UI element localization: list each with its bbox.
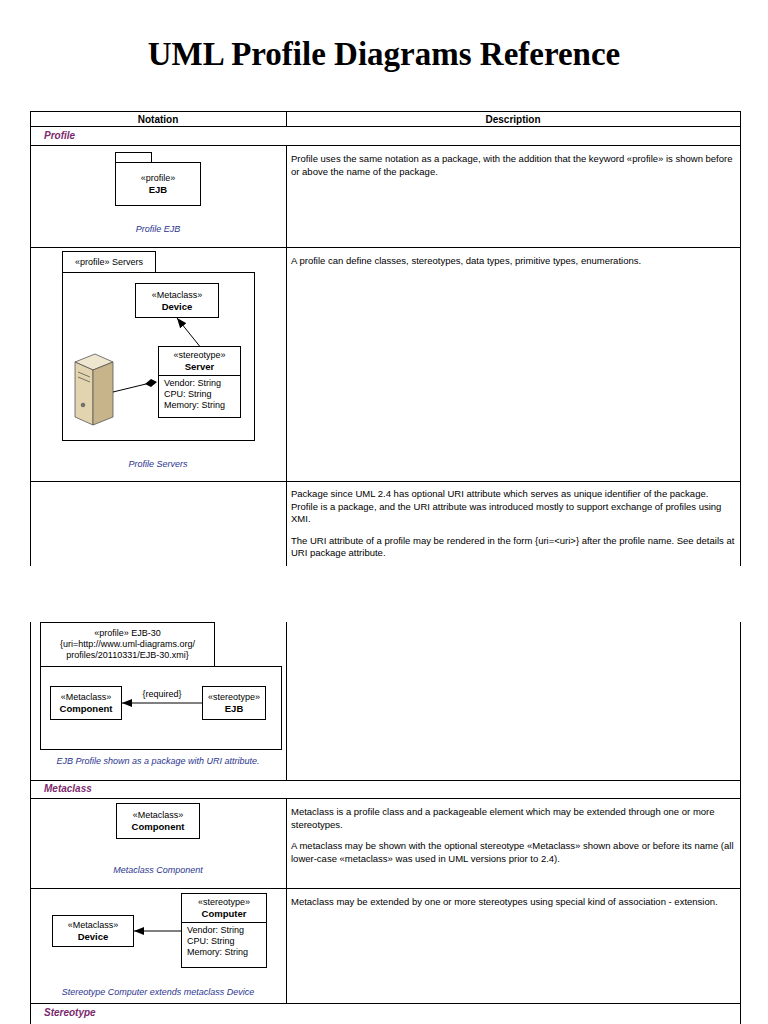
table-rule: [286, 798, 287, 1003]
package-tab: «profile» EJB-30{uri=http://www.uml-diag…: [40, 622, 215, 666]
stereotype-box: «stereotype»EJB: [202, 686, 266, 720]
profile-package: «profile» Servers«Metaclass»Device«stere…: [62, 272, 255, 441]
stereotype-box: «stereotype»ServerVendor: StringCPU: Str…: [158, 346, 241, 418]
table-rule: [30, 145, 740, 146]
package-tab: [115, 152, 152, 162]
composition-line: [113, 384, 146, 392]
stereotype-box: «stereotype»ComputerVendor: StringCPU: S…: [181, 893, 267, 968]
server-side: [93, 362, 113, 425]
keyword-text: «stereotype»: [208, 692, 260, 703]
composition-link: [113, 379, 157, 392]
profile-package: «profile»EJB: [115, 162, 201, 206]
element-name: Device: [141, 301, 213, 312]
extension-connector: [122, 703, 202, 704]
constraint-label: {required}: [140, 689, 183, 700]
table-rule: [740, 622, 741, 1024]
metaclass-box: «Metaclass»Device: [135, 283, 219, 318]
composition-diamond: [145, 379, 157, 387]
metaclass-box: «Metaclass»Component: [50, 686, 122, 720]
name-compartment: «stereotype»Computer: [187, 896, 261, 922]
description-text: A metaclass may be shown with the option…: [291, 840, 736, 865]
server-icon: [75, 354, 113, 425]
server-slot: [78, 377, 90, 382]
table-rule: [30, 111, 31, 566]
section-heading: Stereotype: [44, 1007, 344, 1019]
description-text: Package since UML 2.4 has optional URI a…: [291, 488, 736, 526]
server-slot: [78, 372, 90, 377]
keyword-text: «profile» EJB-30: [45, 628, 210, 639]
figure-caption: EJB Profile shown as a package with URI …: [30, 756, 286, 767]
description-text: Metaclass may be extended by one or more…: [291, 896, 736, 909]
element-name: Device: [58, 931, 128, 942]
keyword-text: «Metaclass»: [56, 692, 116, 703]
keyword-text: «profile» Servers: [67, 257, 151, 268]
figure-caption: Stereotype Computer extends metaclass De…: [30, 987, 286, 998]
table-rule: [30, 780, 740, 781]
description-text: The URI attribute of a profile may be re…: [291, 535, 736, 560]
section-heading: Profile: [44, 130, 344, 142]
element-name: Component: [122, 821, 194, 832]
attribute-text: CPU: String: [164, 389, 235, 400]
extension-connector: [134, 931, 181, 932]
profile-package: «profile» EJB-30{uri=http://www.uml-diag…: [40, 666, 282, 750]
description-text: A profile can define classes, stereotype…: [291, 255, 736, 268]
figure-caption: Profile Servers: [30, 459, 286, 470]
element-name: Server: [164, 361, 235, 372]
column-header: Description: [286, 114, 740, 126]
package-tab: «profile» Servers: [62, 251, 156, 272]
figure-caption: Profile EJB: [30, 224, 286, 235]
table-grid: [30, 111, 741, 1024]
keyword-text: «profile»: [116, 173, 200, 184]
page-title: UML Profile Diagrams Reference: [0, 36, 768, 73]
description-text: Profile uses the same notation as a pack…: [291, 153, 736, 178]
element-name: Component: [56, 703, 116, 714]
server-front: [75, 362, 93, 425]
description-text: Metaclass is a profile class and a packa…: [291, 806, 736, 831]
attribute-text: Memory: String: [164, 400, 235, 411]
table-rule: [286, 145, 287, 566]
keyword-text: «Metaclass»: [141, 290, 213, 301]
table-rule: [30, 126, 740, 127]
keyword-text: «stereotype»: [187, 897, 261, 908]
table-rule: [30, 111, 740, 112]
keyword-text: «Metaclass»: [58, 920, 128, 931]
table-rule: [30, 481, 740, 482]
attribute-text: CPU: String: [187, 936, 261, 947]
table-rule: [30, 1003, 740, 1004]
attribute-text: Vendor: String: [187, 925, 261, 936]
table-rule: [740, 111, 741, 566]
table-rule: [30, 798, 740, 799]
name-compartment: «stereotype»Server: [164, 349, 235, 375]
attribute-text: {uri=http://www.uml-diagrams.org/ profil…: [45, 639, 210, 661]
element-name: EJB: [116, 184, 200, 195]
table-rule: [30, 247, 740, 248]
keyword-text: «Metaclass»: [122, 810, 194, 821]
metaclass-box: «Metaclass»Device: [52, 915, 134, 947]
element-name: Computer: [187, 908, 261, 919]
extension-connector: [177, 318, 200, 346]
attribute-text: Memory: String: [187, 947, 261, 958]
table-rule: [286, 622, 287, 780]
section-heading: Metaclass: [44, 783, 344, 795]
metaclass-box: «Metaclass»Component: [116, 803, 200, 839]
attribute-compartment: Vendor: StringCPU: StringMemory: String: [182, 922, 266, 967]
table-rule: [30, 888, 740, 889]
table-rule: [286, 111, 287, 126]
element-name: EJB: [208, 703, 260, 714]
attribute-compartment: Vendor: StringCPU: StringMemory: String: [159, 375, 240, 417]
keyword-text: «stereotype»: [164, 350, 235, 361]
server-button: [81, 403, 85, 407]
column-header: Notation: [30, 114, 286, 126]
table-rule: [30, 622, 31, 1024]
figure-caption: Metaclass Component: [30, 865, 286, 876]
attribute-text: Vendor: String: [164, 378, 235, 389]
